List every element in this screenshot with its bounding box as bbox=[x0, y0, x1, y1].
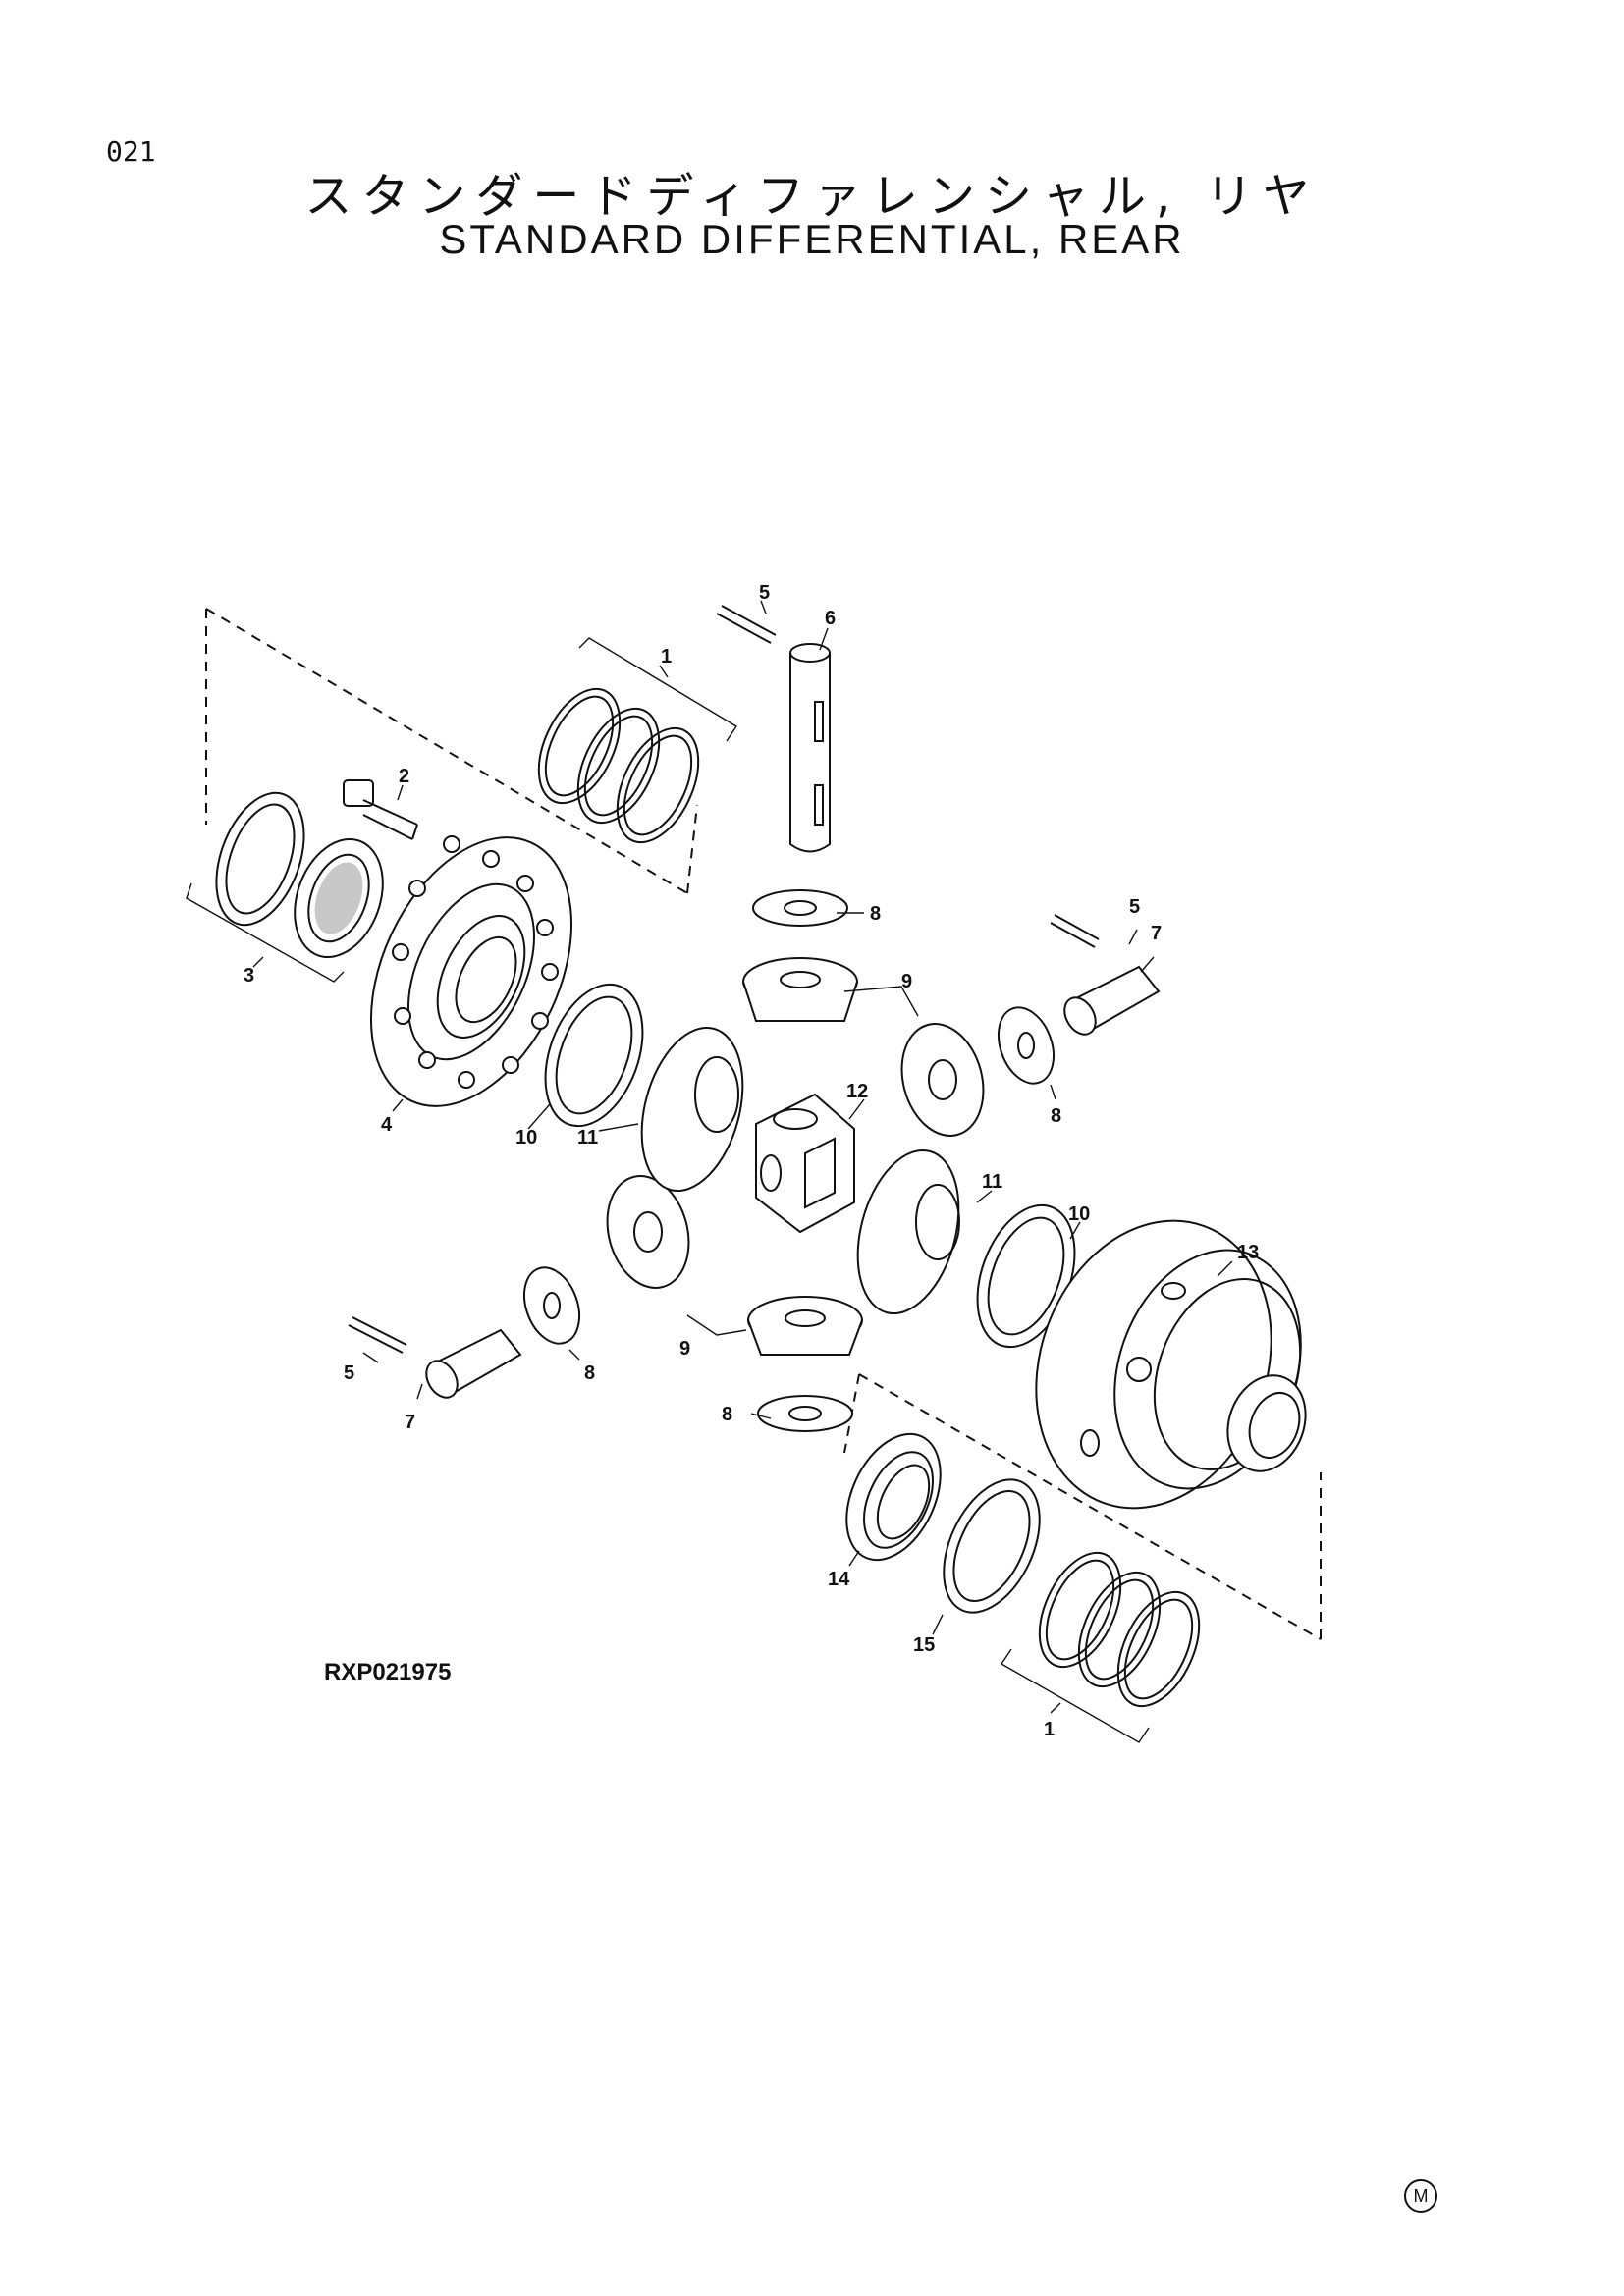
callout-10-right: 10 bbox=[1068, 1203, 1090, 1225]
callout-8-left: 8 bbox=[584, 1362, 595, 1384]
part-11-side-gears bbox=[640, 1026, 960, 1315]
part-1-rings-lower bbox=[1001, 1551, 1201, 1743]
part-13-case bbox=[1035, 1219, 1307, 1510]
part-6-shaft bbox=[789, 643, 831, 853]
part-15-cup bbox=[943, 1478, 1041, 1614]
part-9-pinion-gears bbox=[606, 957, 985, 1356]
title-english: STANDARD DIFFERENTIAL, REAR bbox=[439, 216, 1185, 262]
callout-8-bottom: 8 bbox=[722, 1404, 732, 1425]
callout-5-top: 5 bbox=[759, 582, 770, 604]
part-14-bearing bbox=[845, 1432, 942, 1562]
part-8-washers bbox=[522, 889, 1056, 1432]
leader-lines bbox=[252, 600, 1233, 1714]
drawing-code: RXP021975 bbox=[324, 1659, 452, 1685]
part-12-spider bbox=[755, 1093, 855, 1234]
callout-14: 14 bbox=[828, 1569, 850, 1590]
part-10-thrust-washers bbox=[544, 983, 1076, 1349]
callout-9-top: 9 bbox=[901, 971, 912, 992]
part-7-pins bbox=[425, 965, 1161, 1399]
callout-5-right: 5 bbox=[1129, 896, 1140, 918]
callout-15: 15 bbox=[913, 1634, 935, 1656]
dashed-frame-upper bbox=[205, 608, 698, 894]
callout-4: 4 bbox=[381, 1114, 393, 1136]
callout-10-left: 10 bbox=[515, 1127, 537, 1148]
title-japanese: スタンダードディファレンシャル, リヤ bbox=[304, 169, 1320, 224]
part-3-bearing bbox=[186, 791, 384, 983]
callout-2: 2 bbox=[399, 766, 409, 787]
callout-8-right: 8 bbox=[1051, 1105, 1061, 1127]
page-number: 021 bbox=[106, 135, 156, 168]
callout-13: 13 bbox=[1237, 1242, 1259, 1263]
corner-mark: M bbox=[1404, 2179, 1437, 2213]
callout-8-top: 8 bbox=[870, 903, 881, 925]
callout-5-left: 5 bbox=[344, 1362, 354, 1384]
callout-1-lower: 1 bbox=[1044, 1719, 1055, 1740]
callout-12: 12 bbox=[846, 1081, 868, 1102]
callout-11-left: 11 bbox=[577, 1127, 598, 1148]
callout-3: 3 bbox=[244, 965, 254, 987]
part-2-bolt bbox=[343, 779, 418, 840]
callout-11-right: 11 bbox=[982, 1171, 1002, 1193]
callout-1-upper: 1 bbox=[661, 646, 672, 667]
callout-labels: 1 2 3 4 5 5 5 6 7 7 8 8 8 8 9 9 10 10 11… bbox=[244, 582, 1259, 1740]
part-1-rings-upper bbox=[537, 637, 737, 844]
part-5-pins bbox=[348, 605, 1100, 1354]
callout-7-left: 7 bbox=[405, 1412, 415, 1433]
callout-6: 6 bbox=[825, 608, 836, 629]
part-4-flange bbox=[369, 835, 573, 1107]
callout-9-bottom: 9 bbox=[679, 1338, 690, 1360]
callout-7-right: 7 bbox=[1151, 923, 1162, 944]
